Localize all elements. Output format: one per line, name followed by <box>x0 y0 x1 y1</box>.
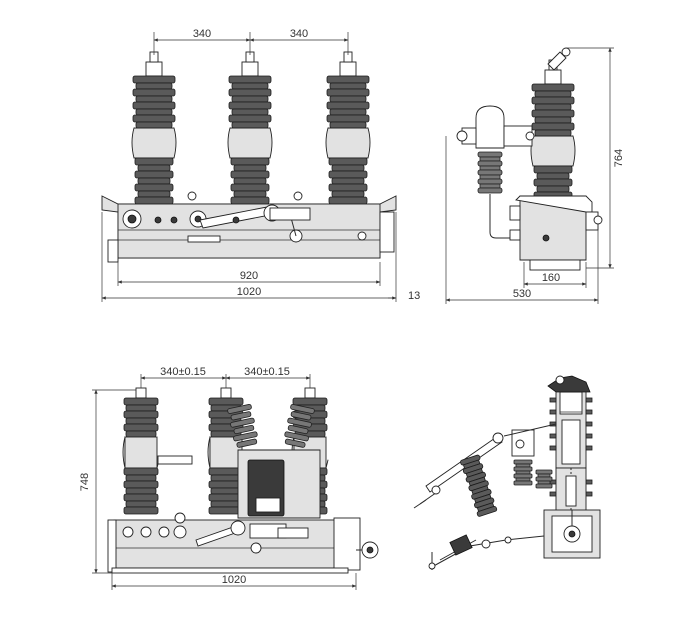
dim-height-front: 748 <box>79 473 91 491</box>
dim-bracket: 160 <box>542 272 560 284</box>
dim-pitch-right-tol: 340±0.15 <box>244 366 290 378</box>
insulator-phase-a <box>131 51 177 219</box>
dim-depth: 530 <box>513 288 531 300</box>
dim-height-side: 764 <box>613 149 625 167</box>
ct-bushings <box>227 404 315 448</box>
inclined-insulator <box>460 454 498 517</box>
dim-offset: 13 <box>408 290 420 302</box>
dim-overall-width: 1020 <box>237 286 261 298</box>
insulator-b-a <box>122 387 160 515</box>
section-view-bottom <box>413 375 601 570</box>
dim-pitch-right: 340 <box>290 28 308 40</box>
ct-nameplate <box>255 497 281 513</box>
side-view-top: 764 160 530 <box>445 47 625 304</box>
dim-pitch-left: 340 <box>193 28 211 40</box>
dim-pitch-left-tol: 340±0.15 <box>160 366 206 378</box>
front-view-bottom: 340±0.15 340±0.15 748 1020 <box>79 366 379 590</box>
front-view-top: 340 340 920 1020 13 <box>101 28 420 302</box>
insulator-phase-c <box>325 51 371 219</box>
dim-inner-width: 920 <box>240 270 258 282</box>
dim-overall-width-bottom: 1020 <box>222 574 246 586</box>
insulator-phase-b <box>227 51 273 219</box>
tank-bottom-view <box>113 519 347 569</box>
current-transformer <box>475 105 505 149</box>
nameplate <box>187 235 221 243</box>
